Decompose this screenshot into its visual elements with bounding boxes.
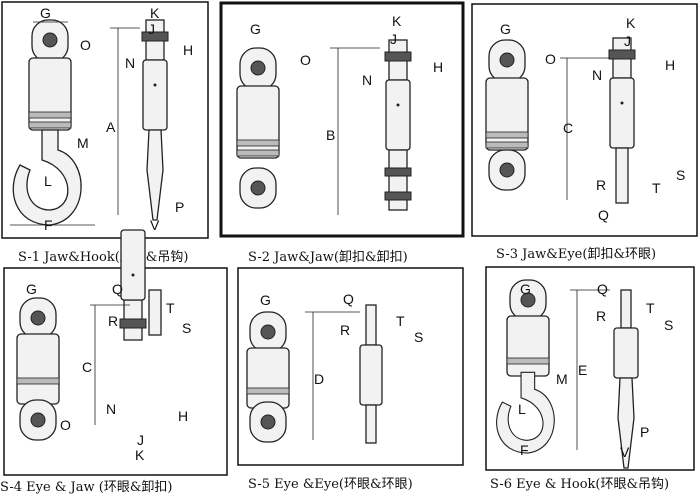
caption-s1: S-1 Jaw&Hook(卸扣&吊钩) xyxy=(18,249,188,265)
dim-label: A xyxy=(106,119,116,135)
dim-label: M xyxy=(77,135,89,151)
dim-label: F xyxy=(44,217,53,233)
caption-s3: S-3 Jaw&Eye(卸扣&环眼) xyxy=(496,246,656,262)
dim-label: O xyxy=(60,417,71,433)
panel-s5-eye-eye: G Q T R S D xyxy=(237,267,464,466)
dim-label: Q xyxy=(343,291,354,307)
dim-label: T xyxy=(166,300,175,316)
dim-label: G xyxy=(40,5,51,21)
panel-s2-jaw-jaw: G K J O H N B xyxy=(219,1,465,238)
dim-label: R xyxy=(596,177,606,193)
dim-label: R xyxy=(596,308,606,324)
dim-label: S xyxy=(414,329,423,345)
caption-s6: S-6 Eye & Hook(环眼&吊钩) xyxy=(490,477,669,492)
dim-label: T xyxy=(396,313,405,329)
dim-label: H xyxy=(183,42,193,58)
dim-label: C xyxy=(82,359,92,375)
dim-label: F xyxy=(520,442,529,458)
dim-label: L xyxy=(518,401,526,417)
dim-label: K xyxy=(135,447,145,463)
panel-s1-jaw-hook: G K J O H N A M L F P V xyxy=(1,1,209,239)
dim-label: T xyxy=(652,180,661,196)
panel-s6-eye-hook: G Q T R S M E L F P V xyxy=(485,266,695,471)
dim-label: K xyxy=(392,13,402,29)
dim-label: H xyxy=(178,408,188,424)
caption-s5: S-5 Eye &Eye(环眼&环眼) xyxy=(248,477,413,492)
dim-label: L xyxy=(44,173,52,189)
dim-label: V xyxy=(620,444,630,460)
panel-s3-jaw-eye: G K J O H N C R T S Q xyxy=(471,3,698,237)
dim-label: P xyxy=(175,199,184,215)
dim-label: T xyxy=(646,300,655,316)
dim-label: S xyxy=(182,320,191,336)
dim-label: H xyxy=(665,57,675,73)
dim-label: M xyxy=(556,371,568,387)
caption-s4: S-4 Eye & Jaw (环眼&卸扣) xyxy=(0,479,172,495)
panel-s4-eye-jaw: G Q T R S C N O H J K xyxy=(3,229,228,476)
dim-label: E xyxy=(578,362,587,378)
dim-label: N xyxy=(125,55,135,71)
dim-label: B xyxy=(326,127,335,143)
dim-label: Q xyxy=(112,281,123,297)
dim-label: O xyxy=(545,51,556,67)
dim-label: P xyxy=(640,424,649,440)
dim-label: N xyxy=(592,67,602,83)
dim-label: D xyxy=(314,371,324,387)
dim-label: G xyxy=(500,21,511,37)
dim-label: Q xyxy=(598,207,609,223)
dim-label: K xyxy=(150,5,160,21)
dim-label: N xyxy=(106,401,116,417)
dim-label: G xyxy=(260,292,271,308)
dim-label: G xyxy=(26,281,37,297)
dim-label: S xyxy=(676,167,685,183)
dim-label: O xyxy=(300,52,311,68)
dim-label: N xyxy=(362,72,372,88)
caption-s2: S-2 Jaw&Jaw(卸扣&卸扣) xyxy=(248,249,408,265)
dim-label: J xyxy=(137,432,144,448)
dim-label: H xyxy=(433,59,443,75)
dim-label: K xyxy=(626,15,636,31)
dim-label: G xyxy=(520,281,531,297)
dim-label: C xyxy=(563,120,573,136)
dim-label: J xyxy=(148,21,155,37)
dim-label: V xyxy=(150,217,160,233)
dim-label: R xyxy=(340,322,350,338)
dim-label: O xyxy=(80,37,91,53)
dim-label: J xyxy=(390,31,397,47)
dim-label: J xyxy=(624,33,631,49)
dim-label: G xyxy=(250,21,261,37)
dim-label: R xyxy=(108,313,118,329)
dim-label: S xyxy=(664,317,673,333)
dim-label: Q xyxy=(597,281,608,297)
